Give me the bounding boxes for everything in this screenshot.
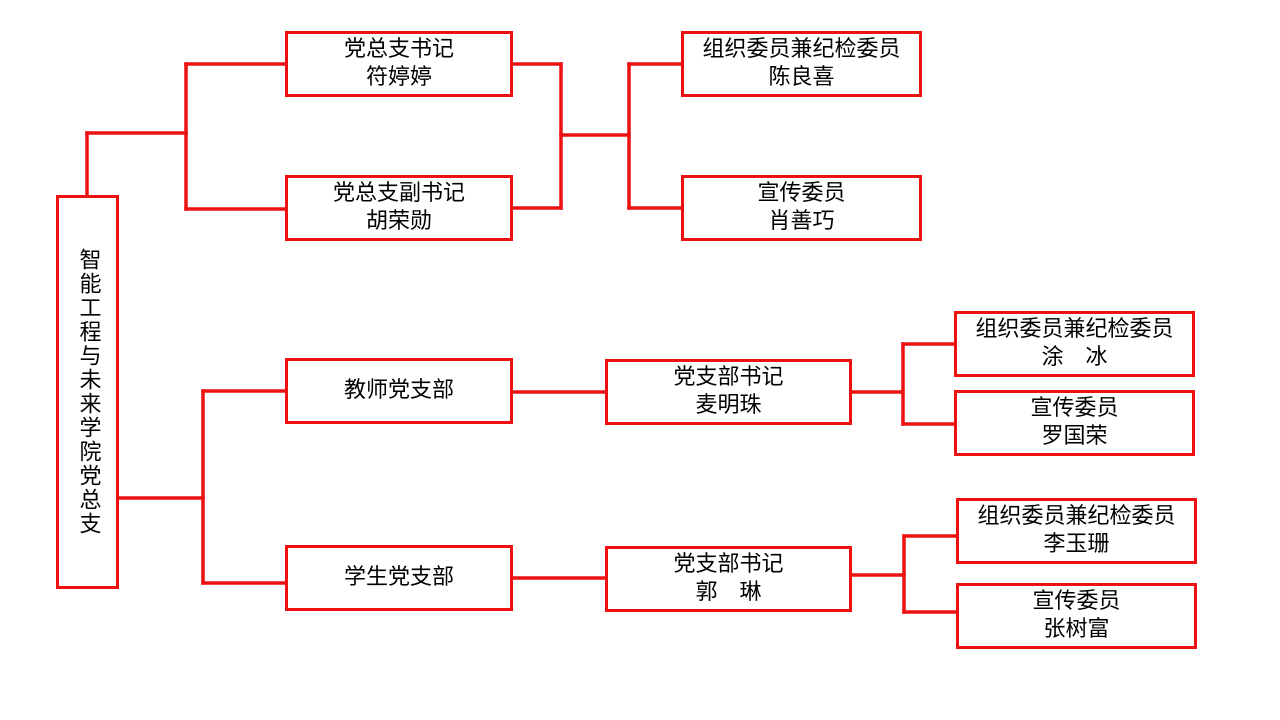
student-organization-member-node: 组织委员兼纪检委员 李玉珊 [956,498,1197,564]
student-secretary-title: 党支部书记 [673,552,784,577]
student-secretary-name: 郭 琳 [695,580,762,605]
general-publicity-member-name: 肖善巧 [768,209,835,234]
general-secretary-name: 符婷婷 [365,65,432,90]
teacher-branch-label: 教师党支部 [343,378,454,403]
general-deputy-secretary-title: 党总支副书记 [332,181,465,206]
student-organization-member-title: 组织委员兼纪检委员 [977,504,1176,529]
teacher-secretary-name: 麦明珠 [695,393,762,418]
general-publicity-member-node: 宣传委员 肖善巧 [681,175,922,241]
teacher-branch-node: 教师党支部 [285,358,513,424]
teacher-secretary-node: 党支部书记 麦明珠 [605,359,852,425]
student-publicity-member-node: 宣传委员 张树富 [956,583,1197,649]
root-node: 智能工程与未来学院党总支 [56,195,119,589]
student-branch-node: 学生党支部 [285,545,513,611]
student-publicity-member-title: 宣传委员 [1032,589,1121,614]
teacher-organization-member-node: 组织委员兼纪检委员 涂 冰 [954,311,1195,377]
general-publicity-member-title: 宣传委员 [757,181,846,206]
teacher-publicity-member-name: 罗国荣 [1041,424,1108,449]
teacher-secretary-title: 党支部书记 [673,365,784,390]
teacher-publicity-member-title: 宣传委员 [1030,396,1119,421]
general-secretary-node: 党总支书记 符婷婷 [285,31,513,97]
student-branch-label: 学生党支部 [343,565,454,590]
general-organization-member-name: 陈良喜 [768,65,835,90]
root-label: 智能工程与未来学院党总支 [75,248,101,536]
student-organization-member-name: 李玉珊 [1043,532,1110,557]
student-secretary-node: 党支部书记 郭 琳 [605,546,852,612]
general-organization-member-title: 组织委员兼纪检委员 [702,37,901,62]
general-deputy-secretary-node: 党总支副书记 胡荣勋 [285,175,513,241]
teacher-organization-member-name: 涂 冰 [1041,345,1108,370]
teacher-organization-member-title: 组织委员兼纪检委员 [975,317,1174,342]
general-secretary-title: 党总支书记 [343,37,454,62]
teacher-publicity-member-node: 宣传委员 罗国荣 [954,390,1195,456]
general-deputy-secretary-name: 胡荣勋 [365,209,432,234]
general-organization-member-node: 组织委员兼纪检委员 陈良喜 [681,31,922,97]
student-publicity-member-name: 张树富 [1043,617,1110,642]
